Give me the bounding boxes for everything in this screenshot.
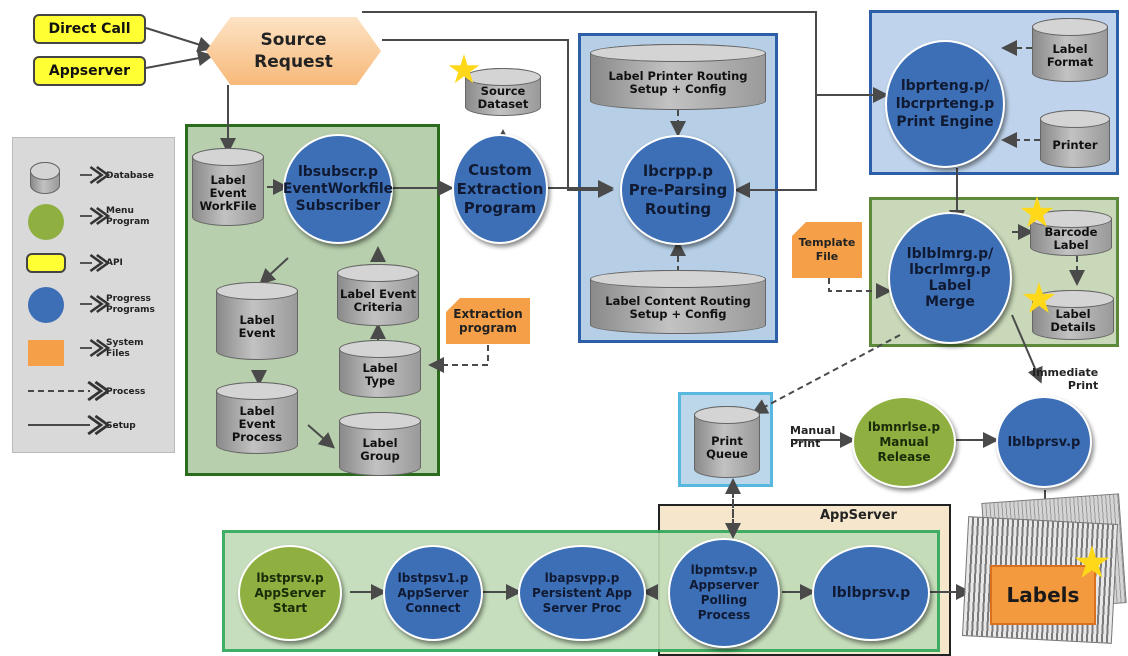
source-dataset-db: Source Dataset xyxy=(465,68,541,116)
label-event-process-db: Label Event Process xyxy=(216,382,298,454)
appserver-polling-program: lbpmtsv.p Appserver Polling Process xyxy=(668,538,780,648)
label-event-criteria-db: Label Event Criteria xyxy=(337,264,419,326)
appserver-title: AppServer xyxy=(820,508,897,523)
direct-call-api: Direct Call xyxy=(33,14,146,44)
appserver-connect-program: lbstpsv1.p AppServer Connect xyxy=(383,545,483,641)
legend-menu-program-label: Menu Program xyxy=(106,206,150,227)
legend-progress-icon xyxy=(28,287,64,323)
legend-database-icon xyxy=(30,162,60,194)
extraction-program-file: Extraction program xyxy=(446,298,530,344)
print-engine-program: lbprteng.p/ lbcrprteng.p Print Engine xyxy=(885,40,1005,168)
legend-system-files-label: System Files xyxy=(106,338,144,359)
manual-print-label: Manual Print xyxy=(790,424,836,450)
label-merge-program: lblblmrg.p/ lbcrlmrg.p Label Merge xyxy=(888,212,1012,344)
legend-system-files-icon xyxy=(28,340,64,366)
template-file: Template File xyxy=(792,222,862,278)
label-group-db: Label Group xyxy=(339,412,421,476)
label-event-workfile-db: Label Event WorkFile xyxy=(192,148,264,226)
lblbprsv-bottom-program: lblbprsv.p xyxy=(812,545,930,641)
label-printer-routing-db: Label Printer Routing Setup + Config xyxy=(590,44,766,110)
appserver-api: Appserver xyxy=(33,56,146,86)
label-content-routing-db: Label Content Routing Setup + Config xyxy=(590,270,766,334)
labels-card: Labels xyxy=(990,565,1096,625)
source-request: Source Request xyxy=(206,17,381,85)
legend-database-label: Database xyxy=(106,171,154,181)
print-queue-db: Print Queue xyxy=(694,406,760,478)
legend-process-label: Process xyxy=(106,387,146,397)
lbcrpp-program: lbcrpp.p Pre-Parsing Routing xyxy=(620,135,736,245)
immediate-print-label: Immediate Print xyxy=(1032,366,1099,392)
printer-db: Printer xyxy=(1040,110,1110,168)
manual-release-program: lbmnrlse.p Manual Release xyxy=(852,396,956,488)
lbsubscr-program: lbsubscr.p EventWorkfile Subscriber xyxy=(283,134,393,244)
appserver-start-program: lbstprsv.p AppServer Start xyxy=(238,545,342,641)
label-type-db: Label Type xyxy=(339,340,421,398)
legend-menu-program-icon xyxy=(28,204,64,240)
legend-progress-label: Progress Programs xyxy=(106,294,155,315)
custom-extraction-program: Custom Extraction Program xyxy=(452,134,548,244)
legend-api-icon xyxy=(26,253,66,273)
label-event-db: Label Event xyxy=(216,282,298,360)
persistent-appserver-program: lbapsvpp.p Persistent App Server Proc xyxy=(518,545,646,641)
legend-api-label: API xyxy=(106,258,123,268)
legend-setup-label: Setup xyxy=(106,421,136,431)
lblbprsv-top-program: lblbprsv.p xyxy=(996,396,1092,488)
label-format-db: Label Format xyxy=(1032,18,1108,82)
